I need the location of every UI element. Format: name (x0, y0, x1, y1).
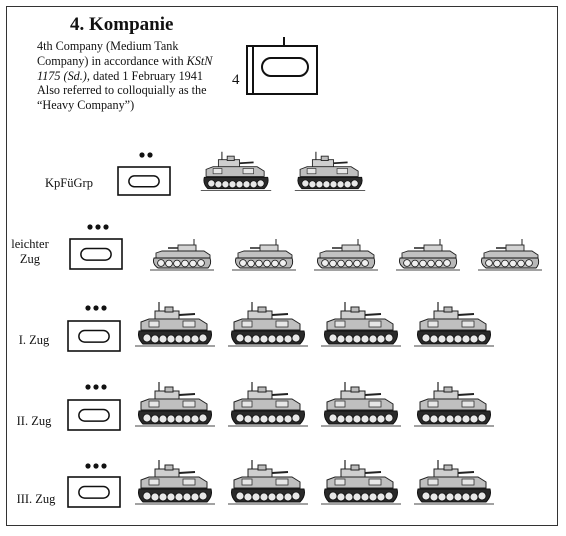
armored-unit-symbol-icon (67, 320, 121, 352)
panzer-iv-tank-icon (294, 151, 366, 191)
armored-unit-symbol-icon (117, 166, 171, 196)
panzer-ii-tank-icon (150, 239, 214, 271)
panzer-iv-tank-icon (228, 460, 308, 505)
panzer-iv-tank-icon (414, 460, 494, 505)
row-label: leichter Zug (11, 237, 49, 266)
armored-unit-symbol-icon (67, 399, 121, 431)
panzer-iv-tank-icon (135, 302, 215, 347)
row-label: II. Zug (16, 414, 52, 428)
company-description: 4th Company (Medium Tank Company) in acc… (37, 39, 217, 113)
row-label: I. Zug (18, 333, 50, 347)
company-number: 4 (232, 72, 240, 88)
panzer-iv-tank-icon (135, 382, 215, 427)
echelon-dots-icon (87, 224, 109, 230)
panzer-iv-tank-icon (228, 382, 308, 427)
panzer-iv-tank-icon (414, 302, 494, 347)
panzer-ii-tank-icon (478, 239, 542, 271)
armored-company-symbol-icon (246, 37, 318, 95)
panzer-iv-tank-icon (228, 302, 308, 347)
panzer-ii-tank-icon (396, 239, 460, 271)
panzer-ii-tank-icon (232, 239, 296, 271)
panzer-iv-tank-icon (321, 382, 401, 427)
diagram-frame (6, 6, 558, 526)
panzer-iv-tank-icon (414, 382, 494, 427)
description-italic: KStN 1175 (Sd.) (37, 53, 213, 83)
echelon-dots-icon (85, 463, 107, 469)
panzer-iv-tank-icon (321, 302, 401, 347)
armored-unit-symbol-icon (67, 476, 121, 508)
row-label: KpFüGrp (45, 176, 93, 190)
panzer-iv-tank-icon (135, 460, 215, 505)
panzer-ii-tank-icon (314, 239, 378, 271)
echelon-dots-icon (85, 305, 107, 311)
page-title: 4. Kompanie (70, 14, 174, 35)
row-label: III. Zug (16, 492, 56, 506)
panzer-iv-tank-icon (321, 460, 401, 505)
armored-unit-symbol-icon (69, 238, 123, 270)
description-text-1: 4th Company (Medium Tank Company) in acc… (37, 39, 187, 68)
panzer-iv-tank-icon (200, 151, 272, 191)
echelon-dots-icon (139, 152, 153, 158)
echelon-dots-icon (85, 384, 107, 390)
description-text-2: , dated 1 February 1941 Also referred to… (37, 68, 207, 113)
